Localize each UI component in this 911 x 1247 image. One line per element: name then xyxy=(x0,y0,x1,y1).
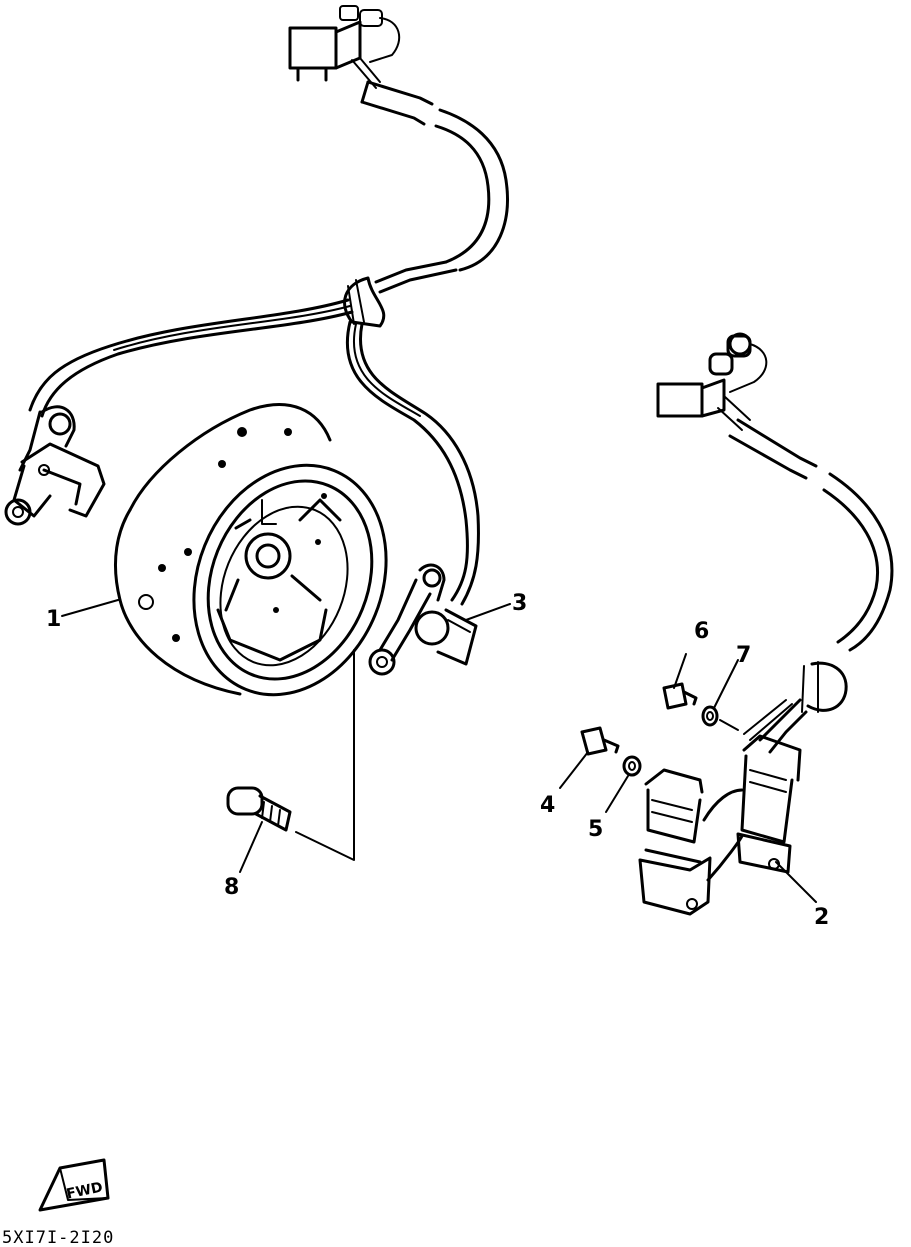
callout-6: 6 xyxy=(694,619,709,644)
screw-4 xyxy=(580,726,620,756)
drawing-code: 5XI7I-2I20 xyxy=(2,1228,114,1247)
callout-4: 4 xyxy=(540,793,555,818)
lower-wire-sleeve xyxy=(728,418,894,652)
left-pickup-coil xyxy=(4,405,106,526)
lower-connector xyxy=(656,332,768,431)
fwd-label: FWD xyxy=(65,1179,104,1202)
right-pickup-coil xyxy=(368,563,478,676)
callout-leaders xyxy=(61,599,817,903)
upper-wire-sleeve xyxy=(360,80,509,272)
callout-5: 5 xyxy=(588,817,603,842)
callout-3: 3 xyxy=(512,591,527,616)
harness-wires-upper xyxy=(343,260,458,328)
hardware-leader xyxy=(719,719,739,731)
callout-1: 1 xyxy=(46,607,61,632)
source-coil xyxy=(638,734,802,916)
callout-8: 8 xyxy=(224,875,239,900)
harness-wires-right-down xyxy=(345,320,480,606)
washer-5 xyxy=(622,755,642,777)
bolt-8-leader xyxy=(295,649,355,861)
washer-7 xyxy=(701,705,719,727)
callout-2: 2 xyxy=(814,905,829,930)
upper-connector xyxy=(288,5,401,89)
bolt-8 xyxy=(226,786,292,832)
screw-6 xyxy=(662,682,698,710)
rotor-flywheel xyxy=(113,403,388,697)
stator-grommet xyxy=(743,661,848,754)
harness-wires-left xyxy=(28,298,354,418)
fwd-arrow xyxy=(38,1158,110,1212)
callout-7: 7 xyxy=(736,643,751,668)
